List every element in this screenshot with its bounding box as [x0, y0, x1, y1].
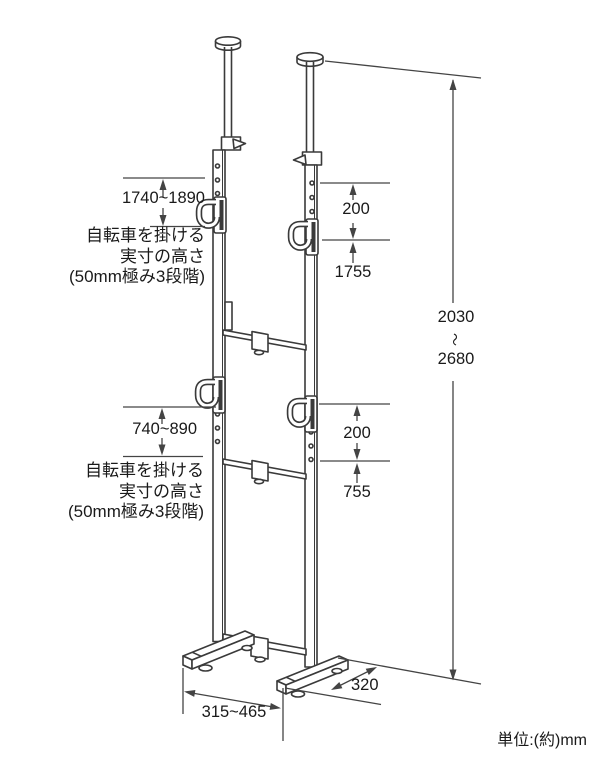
label-lower-hook-range: 740~890 [132, 420, 197, 438]
label-base-width: 315~465 [201, 703, 267, 721]
right-clamp-lever [292, 154, 307, 166]
lower-right-bike-hook [286, 395, 318, 433]
label-overall-height-min: 2030 [437, 308, 475, 326]
note-upper-line-1: 自転車を掛ける [86, 226, 205, 245]
right-pole [292, 51, 324, 668]
dim-upper-hook-height [349, 242, 357, 263]
lower-crossbar [222, 458, 307, 485]
right-foot-pad [290, 690, 306, 698]
note-lower-line-3: (50mm極み3段階) [67, 502, 204, 521]
upper-left-bike-hook [195, 196, 227, 234]
right-foot-rear-pad [331, 667, 343, 675]
note-upper-line-3: (50mm極み3段階) [68, 267, 205, 286]
label-upper-hook-spacing: 200 [342, 200, 370, 218]
note-lower-hook: 自転車を掛ける 実寸の高さ (50mm極み3段階) [68, 461, 204, 523]
right-foot [276, 655, 349, 698]
dim-upper-hook-spacing [320, 182, 390, 241]
dim-lower-hook-height [353, 463, 361, 483]
label-lower-hook-height: 755 [343, 483, 371, 501]
upper-crossbar-clamp [251, 330, 269, 353]
note-lower-line-2: 実寸の高さ [119, 481, 204, 501]
label-base-depth: 320 [351, 676, 379, 694]
label-upper-hook-range: 1740~1890 [121, 189, 205, 207]
left-foot [182, 630, 255, 672]
note-lower-line-1: 自転車を掛ける [85, 461, 204, 480]
dim-base-depth [284, 667, 382, 706]
left-foot-rear-pad [241, 644, 253, 652]
left-ceiling-cap [214, 35, 242, 46]
label-lower-hook-spacing: 200 [343, 424, 371, 442]
dim-lower-hook-range [123, 406, 216, 458]
lower-crossbar-clamp [251, 459, 269, 482]
label-upper-hook-height: 1755 [334, 263, 372, 281]
dim-lower-hook-spacing [319, 403, 390, 462]
left-foot-pad [198, 664, 213, 672]
upper-crossbar [222, 329, 307, 356]
note-upper-hook: 自転車を掛ける 実寸の高さ (50mm極み3段階) [69, 226, 205, 288]
label-overall-height-wave: 〜 [447, 332, 463, 347]
upper-right-bike-hook [287, 218, 319, 256]
dim-upper-hook-range [123, 177, 205, 228]
dim-base-width [182, 668, 284, 741]
dim-overall-height [324, 60, 482, 685]
left-clamp-lever [232, 138, 247, 150]
unit-note: 単位:(約)mm [497, 732, 587, 749]
lower-left-bike-hook [194, 376, 226, 414]
note-upper-line-2: 実寸の高さ [120, 246, 205, 266]
label-overall-height-max: 2680 [437, 350, 475, 368]
left-pole [212, 35, 247, 643]
right-ceiling-cap [296, 51, 324, 63]
